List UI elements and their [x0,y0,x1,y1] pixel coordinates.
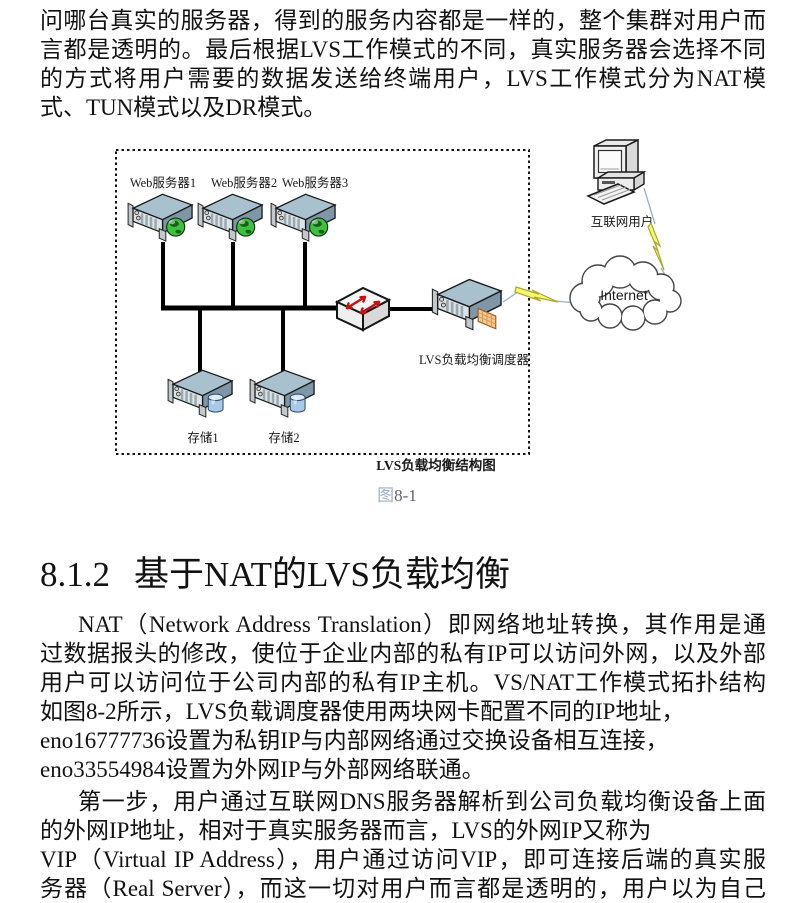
figure-number-prefix: 图 [377,486,394,505]
lvs-architecture-figure: Internet Web服务器1 Web服务器2 Web服务器3 存储1 存储2… [115,138,682,505]
text-line: 的方式将用户需要的数据发送给终端用户，LVS工作模式分为NAT模 [40,66,766,91]
text-line: VIP（Virtual IP Address），用户通过访问VIP，即可连接后端… [40,847,766,872]
web-server-2-icon [198,194,262,241]
section-title: 基于NAT的LVS负载均衡 [134,555,510,594]
internet-user-computer-icon [586,138,647,205]
text-line: eno16777736设置为私钥IP与内部网络通过交换设备相互连接， [40,728,669,753]
text-line: 第一步，用户通过互联网DNS服务器解析到公司负载均衡设备上面 [78,789,766,814]
figure-number: 图8-1 [377,486,417,505]
internet-cloud-icon: Internet [569,255,682,331]
text-line: 用户可以访问位于公司内部的私有IP主机。VS/NAT工作模式拓扑结构 [40,670,766,695]
web-server-1-label: Web服务器1 [130,175,196,190]
lightning-bolt-icon [514,286,559,303]
text-line: 的外网IP地址，相对于真实服务器而言，LVS的外网IP又称为 [40,818,652,843]
switch-icon [334,286,392,332]
text-line: 过数据报头的修改，使位于企业内部的私有IP可以访问外网，以及外部 [40,641,766,666]
figure-number-value: 8-1 [394,486,417,505]
web-server-3-icon [271,194,335,241]
storage-2-label: 存储2 [268,430,299,445]
lightning-bolt-icon [647,221,665,271]
storage-server-2-icon [250,370,314,417]
figure-caption: LVS负载均衡结构图 [376,457,496,473]
text-line: 言都是透明的。最后根据LVS工作模式的不同，真实服务器会选择不同 [40,37,766,62]
section-heading: 8.1.2 基于NAT的LVS负载均衡 [40,552,804,598]
step1-paragraph: 第一步，用户通过互联网DNS服务器解析到公司负载均衡设备上面 的外网IP地址，相… [40,787,766,903]
internet-user-label: 互联网用户 [591,214,654,229]
web-server-3-label: Web服务器3 [282,175,348,190]
internet-label: Internet [600,287,648,303]
storage-1-label: 存储1 [187,430,218,445]
book-page: { "page": { "intro_lines": [ "问哪台真实的服务器，… [0,6,804,903]
text-line: 问哪台真实的服务器，得到的服务内容都是一样的，整个集群对用户而 [40,8,766,33]
section-number: 8.1.2 [40,555,110,594]
web-server-1-icon [128,194,192,241]
dashed-boundary-box [115,149,530,455]
text-line: 式、TUN模式以及DR模式。 [40,95,327,120]
text-line: 如图8-2所示，LVS负载调度器使用两块网卡配置不同的IP地址， [40,699,685,724]
network-connection-lines [161,242,433,374]
text-line: eno33554984设置为外网IP与外部网络联通。 [40,757,485,782]
intro-paragraph: 问哪台真实的服务器，得到的服务内容都是一样的，整个集群对用户而 言都是透明的。最… [40,6,766,122]
text-line: NAT（Network Address Translation）即网络地址转换，… [78,612,766,637]
lvs-scheduler-label: LVS负载均衡调度器 [419,352,529,367]
lvs-scheduler-icon [432,280,501,330]
nat-paragraph: NAT（Network Address Translation）即网络地址转换，… [40,610,766,784]
text-line: 务器（Real Server），而这一切对用户而言都是透明的，用户以为自己 [40,876,766,901]
storage-server-1-icon [168,370,232,417]
web-server-2-label: Web服务器2 [211,175,277,190]
